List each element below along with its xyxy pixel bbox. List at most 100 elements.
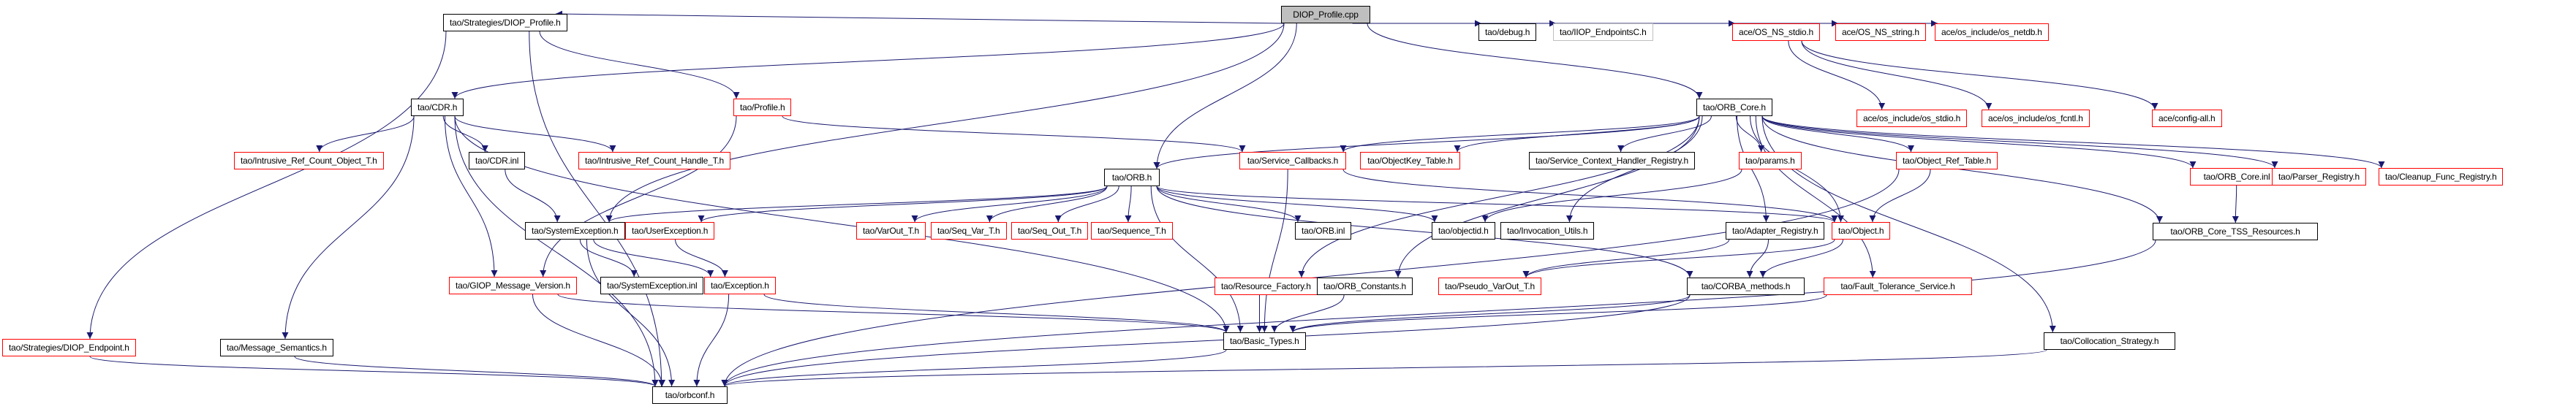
graph-node-userexception-h[interactable]: tao/UserException.h bbox=[625, 222, 715, 240]
graph-node-os-ns-stdio-h[interactable]: ace/OS_NS_stdio.h bbox=[1732, 23, 1820, 41]
graph-node-cdr-h[interactable]: tao/CDR.h bbox=[411, 99, 464, 116]
edge-diop-profile-h-to-orbconf-h bbox=[529, 31, 665, 387]
edge-diop-profile-h-to-profile-h bbox=[539, 31, 740, 99]
edge-orb-h-to-varout-t-h bbox=[911, 186, 1108, 223]
graph-node-os-stdio-h[interactable]: ace/os_include/os_stdio.h bbox=[1857, 110, 1968, 127]
graph-node-orbconf-h[interactable]: tao/orbconf.h bbox=[652, 386, 728, 404]
graph-node-seq-out-t-h[interactable]: tao/Seq_Out_T.h bbox=[1011, 222, 1089, 240]
graph-node-message-semantics-h[interactable]: tao/Message_Semantics.h bbox=[220, 339, 333, 356]
edge-basic-types-h-to-orbconf-h bbox=[721, 349, 1227, 387]
edge-diop-profile-h-to-diop-endpoint-h bbox=[86, 31, 447, 340]
graph-node-pseudo-varout-t-h[interactable]: tao/Pseudo_VarOut_T.h bbox=[1438, 278, 1541, 295]
graph-node-sequence-t-h[interactable]: tao/Sequence_T.h bbox=[1091, 222, 1173, 240]
graph-node-giop-msg-version-h[interactable]: tao/GIOP_Message_Version.h bbox=[449, 277, 577, 294]
graph-node-cleanup-func-registry-h[interactable]: tao/Cleanup_Func_Registry.h bbox=[2379, 168, 2504, 186]
edge-userexception-h-to-exception-h bbox=[675, 239, 728, 278]
graph-node-diop-profile-h[interactable]: tao/Strategies/DIOP_Profile.h bbox=[443, 14, 567, 31]
edge-root-to-orb-h bbox=[1153, 23, 1297, 169]
graph-node-resource-factory-h[interactable]: tao/Resource_Factory.h bbox=[1215, 278, 1318, 295]
graph-node-irc-object-t-h[interactable]: tao/Intrusive_Ref_Count_Object_T.h bbox=[234, 152, 384, 169]
graph-node-object-h[interactable]: tao/Object.h bbox=[1832, 222, 1891, 240]
edge-giop-msg-version-h-to-basic-types-h bbox=[557, 294, 1230, 333]
edge-orb-h-to-sequence-t-h bbox=[1125, 186, 1132, 223]
edge-object-h-to-pseudo-varout-t-h bbox=[1522, 239, 1835, 278]
edge-corba-methods-h-to-basic-types-h bbox=[1289, 294, 1691, 333]
graph-node-invocation-utils-h[interactable]: tao/Invocation_Utils.h bbox=[1500, 222, 1595, 240]
edge-cdr-h-to-irc-handle-t-h bbox=[454, 115, 616, 153]
edge-orb-core-h-to-cleanup-func-registry-h bbox=[1761, 115, 2385, 169]
graph-node-orb-inl[interactable]: tao/ORB.inl bbox=[1295, 222, 1352, 240]
graph-node-os-fcntl-h[interactable]: ace/os_include/os_fcntl.h bbox=[1982, 110, 2090, 127]
edge-systemexception-h-to-exception-h bbox=[593, 239, 714, 278]
graph-node-os-ns-string-h[interactable]: ace/OS_NS_string.h bbox=[1835, 23, 1926, 41]
edge-fault-tolerance-h-to-basic-types-h bbox=[1289, 294, 1827, 333]
graph-node-systemexception-h[interactable]: tao/SystemException.h bbox=[525, 222, 625, 240]
graph-node-systemexception-inl[interactable]: tao/SystemException.inl bbox=[600, 277, 704, 294]
edge-os-ns-stdio-h-to-os-stdio-h bbox=[1788, 40, 1886, 110]
edge-os-ns-stdio-h-to-config-all-h bbox=[1801, 40, 2158, 110]
graph-node-service-callbacks-h[interactable]: tao/Service_Callbacks.h bbox=[1239, 152, 1346, 169]
edge-orb-core-h-to-orb-constants-h bbox=[1394, 115, 1700, 278]
edge-orb-h-to-orb-inl bbox=[1156, 186, 1302, 223]
edge-systemexception-h-to-orbconf-h bbox=[586, 239, 676, 387]
graph-node-seq-var-t-h[interactable]: tao/Seq_Var_T.h bbox=[931, 222, 1007, 240]
edge-os-ns-stdio-h-to-os-fcntl-h bbox=[1801, 40, 1993, 110]
graph-node-orb-core-inl[interactable]: tao/ORB_Core.inl bbox=[2190, 168, 2284, 186]
graph-node-os-netdb-h[interactable]: ace/os_include/os_netdb.h bbox=[1935, 23, 2049, 41]
edge-orb-h-to-objectid-h bbox=[1156, 186, 1438, 223]
graph-node-basic-types-h[interactable]: tao/Basic_Types.h bbox=[1223, 332, 1306, 350]
edge-service-callbacks-h-to-object-h bbox=[1342, 169, 1838, 223]
graph-node-sch-registry-h[interactable]: tao/Service_Context_Handler_Registry.h bbox=[1529, 152, 1695, 169]
edge-orb-core-h-to-params-h bbox=[1735, 115, 1765, 153]
graph-node-adapter-registry-h[interactable]: tao/Adapter_Registry.h bbox=[1726, 222, 1825, 240]
graph-node-orb-h[interactable]: tao/ORB.h bbox=[1104, 169, 1160, 186]
edge-cdr-h-to-orbconf-h bbox=[454, 115, 659, 387]
graph-node-orb-core-tss-h[interactable]: tao/ORB_Core_TSS_Resources.h bbox=[2153, 223, 2318, 240]
edge-adapter-registry-h-to-corba-methods-h bbox=[1746, 239, 1769, 278]
edge-cdr-inl-to-systemexception-h bbox=[505, 169, 561, 223]
graph-node-exception-h[interactable]: tao/Exception.h bbox=[704, 277, 776, 294]
graph-node-config-all-h[interactable]: ace/config-all.h bbox=[2152, 110, 2222, 127]
graph-node-parser-registry-h[interactable]: tao/Parser_Registry.h bbox=[2272, 168, 2366, 186]
edge-root-to-systemexception-h bbox=[605, 23, 1285, 223]
edge-root-to-diop-profile-h bbox=[555, 10, 1285, 24]
edge-orb-core-h-to-resource-factory-h bbox=[1298, 115, 1700, 278]
graph-node-profile-h[interactable]: tao/Profile.h bbox=[733, 99, 792, 116]
graph-node-params-h[interactable]: tao/params.h bbox=[1739, 152, 1802, 169]
graph-node-orb-constants-h[interactable]: tao/ORB_Constants.h bbox=[1317, 278, 1413, 295]
graph-node-debug-h[interactable]: tao/debug.h bbox=[1478, 23, 1537, 41]
edge-orb-core-tss-h-to-orbconf-h bbox=[721, 240, 2156, 387]
graph-node-root: DIOP_Profile.cpp bbox=[1281, 6, 1370, 23]
edge-orb-core-h-to-orb-h bbox=[1153, 115, 1700, 169]
edge-orb-core-h-to-orb-core-tss-h bbox=[1761, 115, 2163, 223]
graph-node-cdr-inl[interactable]: tao/CDR.inl bbox=[469, 152, 526, 169]
edge-orb-h-to-systemexception-h bbox=[605, 186, 1108, 223]
edge-diop-endpoint-h-to-orbconf-h bbox=[89, 356, 659, 387]
graph-node-varout-t-h[interactable]: tao/VarOut_T.h bbox=[856, 222, 926, 240]
graph-node-fault-tolerance-h[interactable]: tao/Fault_Tolerance_Service.h bbox=[1824, 278, 1972, 295]
edge-service-callbacks-h-to-basic-types-h bbox=[1261, 169, 1288, 333]
graph-node-objectid-h[interactable]: tao/objectid.h bbox=[1432, 222, 1495, 240]
graph-node-iiop-endpointsc-h[interactable]: tao/IIOP_EndpointsC.h bbox=[1553, 23, 1653, 41]
edge-orb-h-to-basic-types-h bbox=[1150, 186, 1244, 333]
graph-node-irc-handle-t-h[interactable]: tao/Intrusive_Ref_Count_Handle_T.h bbox=[578, 152, 730, 169]
edge-exception-h-to-orbconf-h bbox=[693, 294, 730, 387]
edge-cdr-h-to-giop-msg-version-h bbox=[444, 115, 498, 278]
edge-orb-h-to-seq-out-t-h bbox=[1054, 186, 1119, 223]
graph-node-corba-methods-h[interactable]: tao/CORBA_methods.h bbox=[1687, 278, 1805, 295]
edge-profile-h-to-service-callbacks-h bbox=[782, 115, 1246, 153]
edge-orb-core-inl-to-orb-core-tss-h bbox=[2232, 185, 2239, 223]
graph-node-collocation-strategy-h[interactable]: tao/Collocation_Strategy.h bbox=[2044, 332, 2175, 350]
edge-cdr-h-to-irc-object-t-h bbox=[316, 115, 415, 153]
graph-node-orb-core-h[interactable]: tao/ORB_Core.h bbox=[1696, 99, 1772, 116]
edge-orb-core-h-to-object-ref-table-h bbox=[1761, 115, 1914, 153]
edge-object-h-to-corba-methods-h bbox=[1759, 239, 1844, 278]
edge-cdr-h-to-message-semantics-h bbox=[282, 115, 415, 340]
graph-node-diop-endpoint-h[interactable]: tao/Strategies/DIOP_Endpoint.h bbox=[2, 339, 136, 356]
edge-orb-core-h-to-orb-core-inl bbox=[1761, 115, 2197, 169]
graph-node-objectkey-table-h[interactable]: tao/ObjectKey_Table.h bbox=[1360, 152, 1460, 169]
edge-profile-h-to-giop-msg-version-h bbox=[540, 115, 737, 278]
graph-node-object-ref-table-h[interactable]: tao/Object_Ref_Table.h bbox=[1896, 152, 1998, 169]
